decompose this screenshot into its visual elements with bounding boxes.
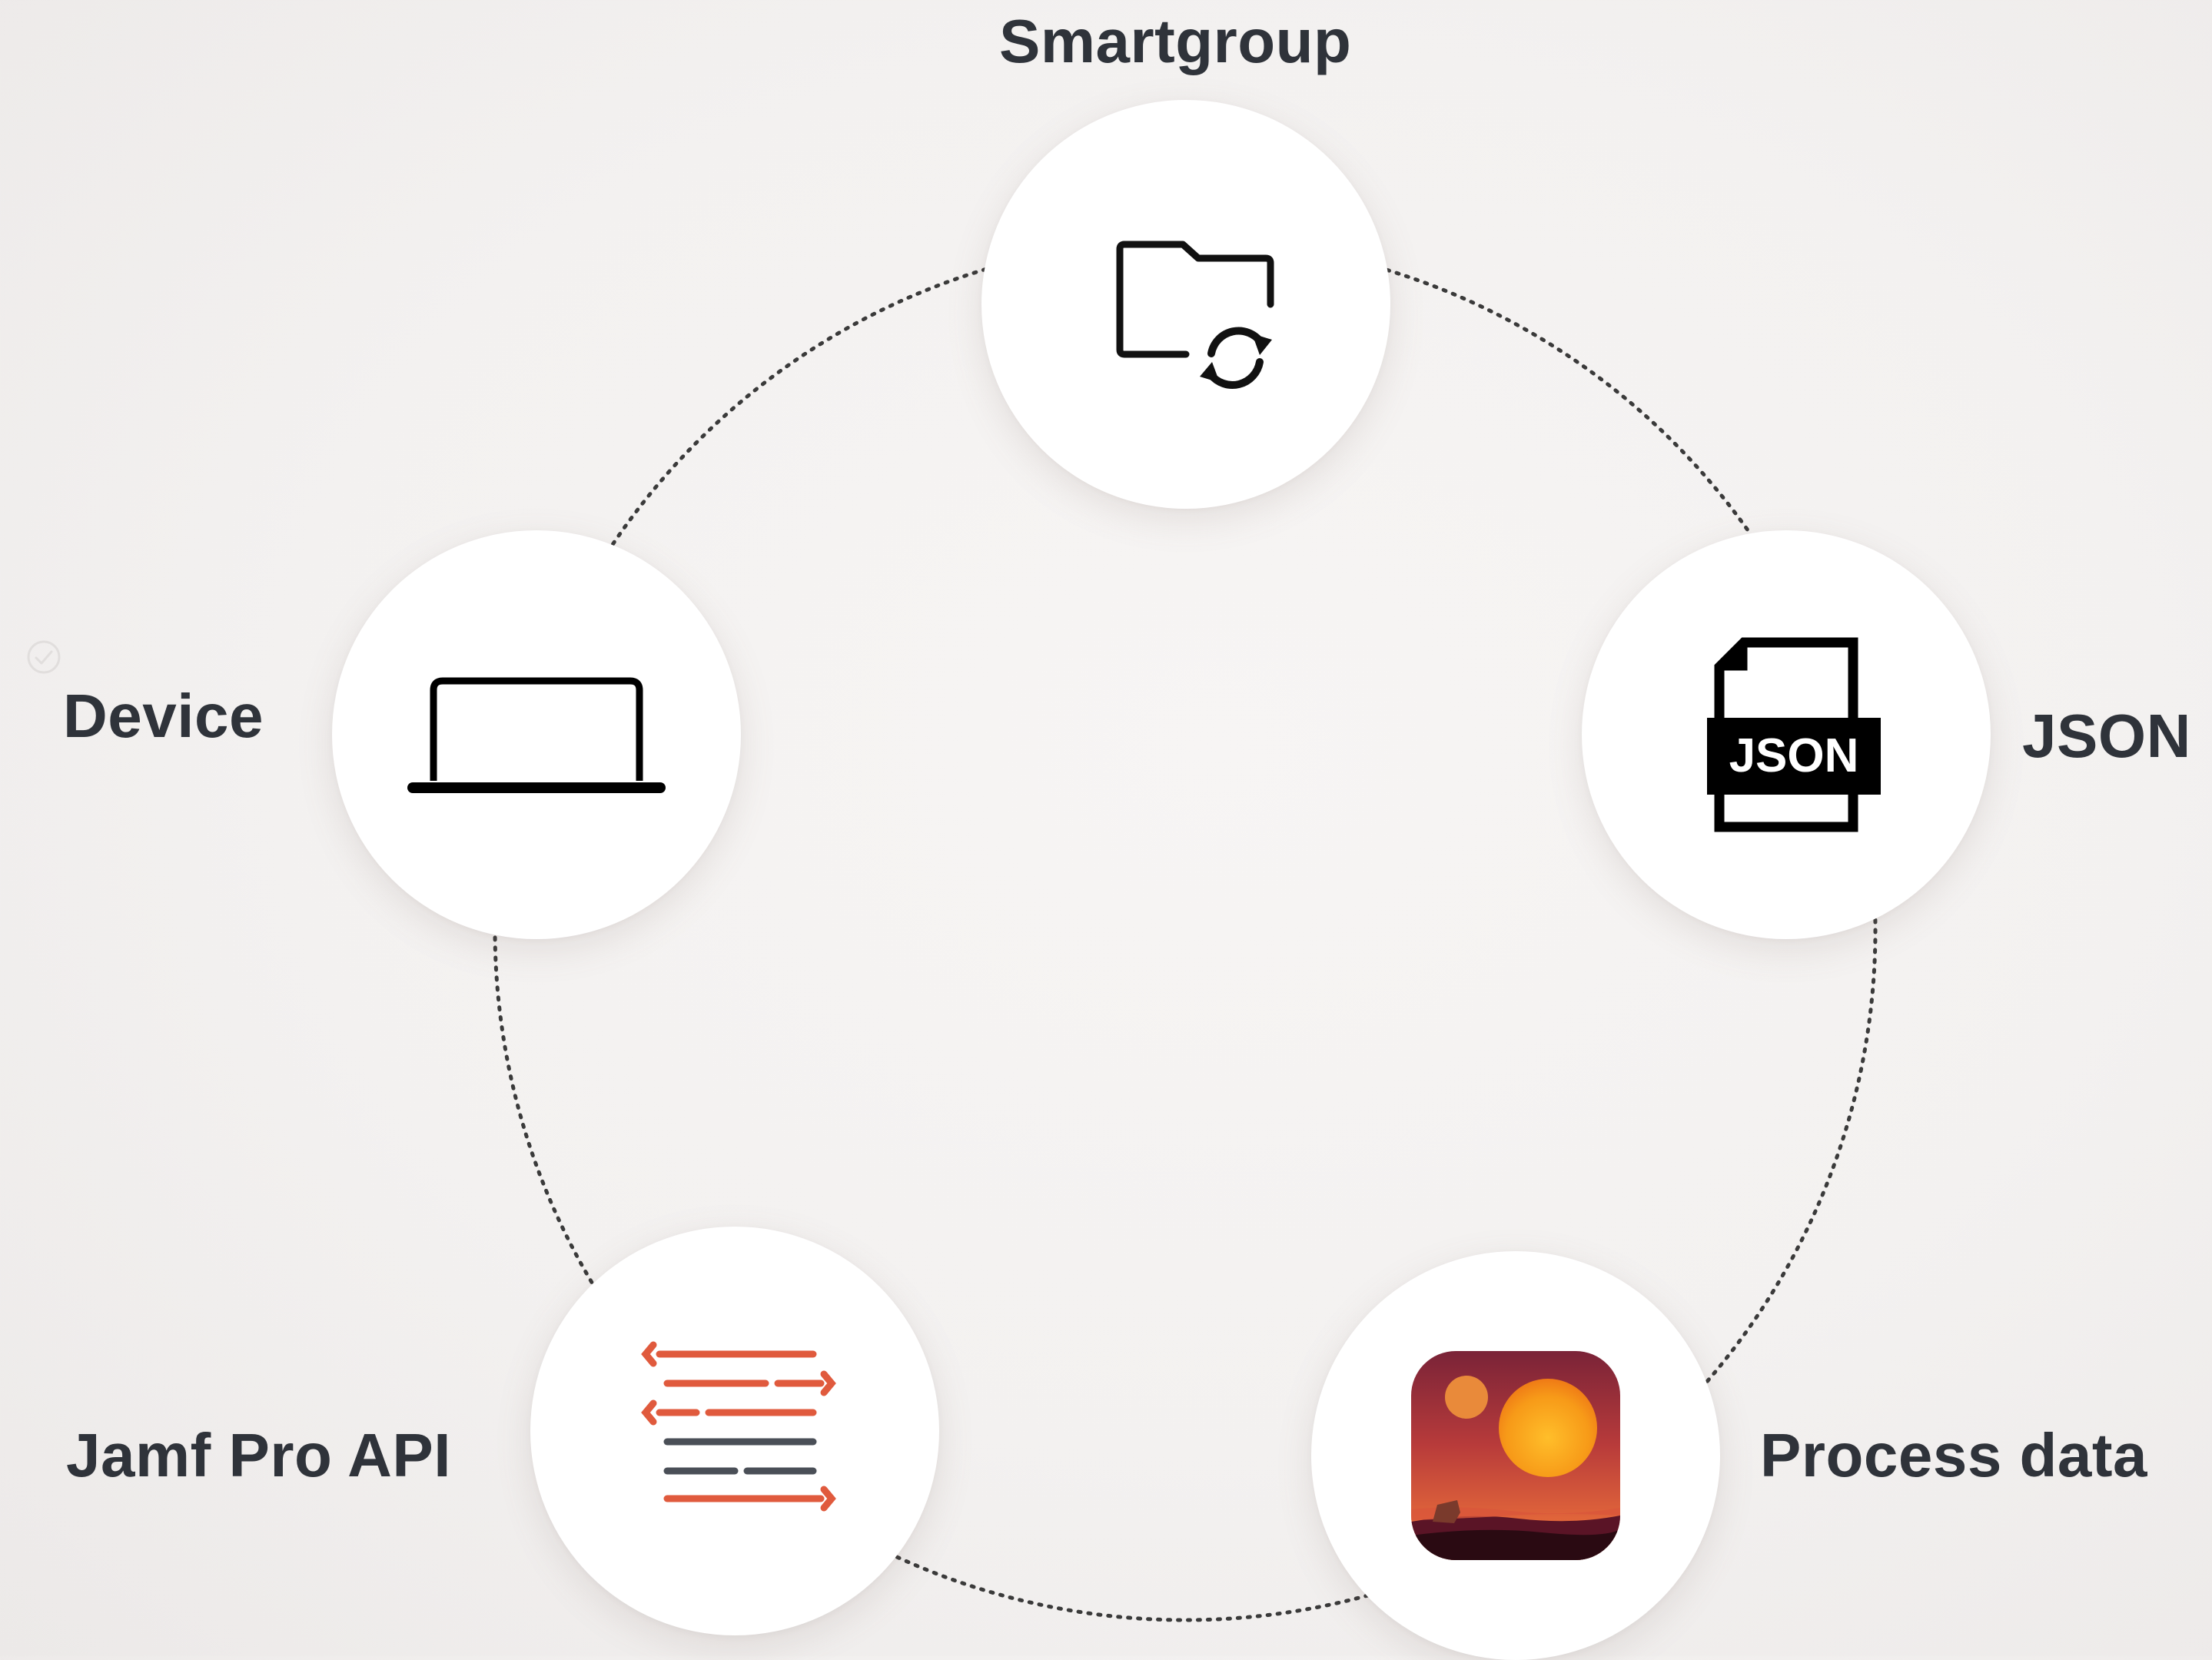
sunset-app-icon xyxy=(1411,1351,1620,1560)
device-label: Device xyxy=(63,682,264,750)
check-circle-icon xyxy=(27,640,61,674)
code-lines-icon xyxy=(641,1341,836,1512)
smartgroup-label: Smartgroup xyxy=(999,7,1352,75)
folder-sync-icon xyxy=(1116,241,1274,389)
json-file-icon: JSON xyxy=(1707,637,1881,832)
smartgroup-node[interactable] xyxy=(981,100,1390,509)
json-node[interactable]: JSON xyxy=(1582,530,1991,939)
json-badge-text: JSON xyxy=(1729,729,1859,782)
json-label: JSON xyxy=(2022,702,2191,770)
process-data-label: Process data xyxy=(1760,1421,2148,1489)
laptop-icon xyxy=(407,677,666,793)
process-data-node[interactable] xyxy=(1311,1251,1720,1660)
jamf-pro-api-label: Jamf Pro API xyxy=(66,1421,451,1489)
device-node[interactable] xyxy=(332,530,741,939)
jamf-pro-api-node[interactable] xyxy=(530,1227,939,1635)
